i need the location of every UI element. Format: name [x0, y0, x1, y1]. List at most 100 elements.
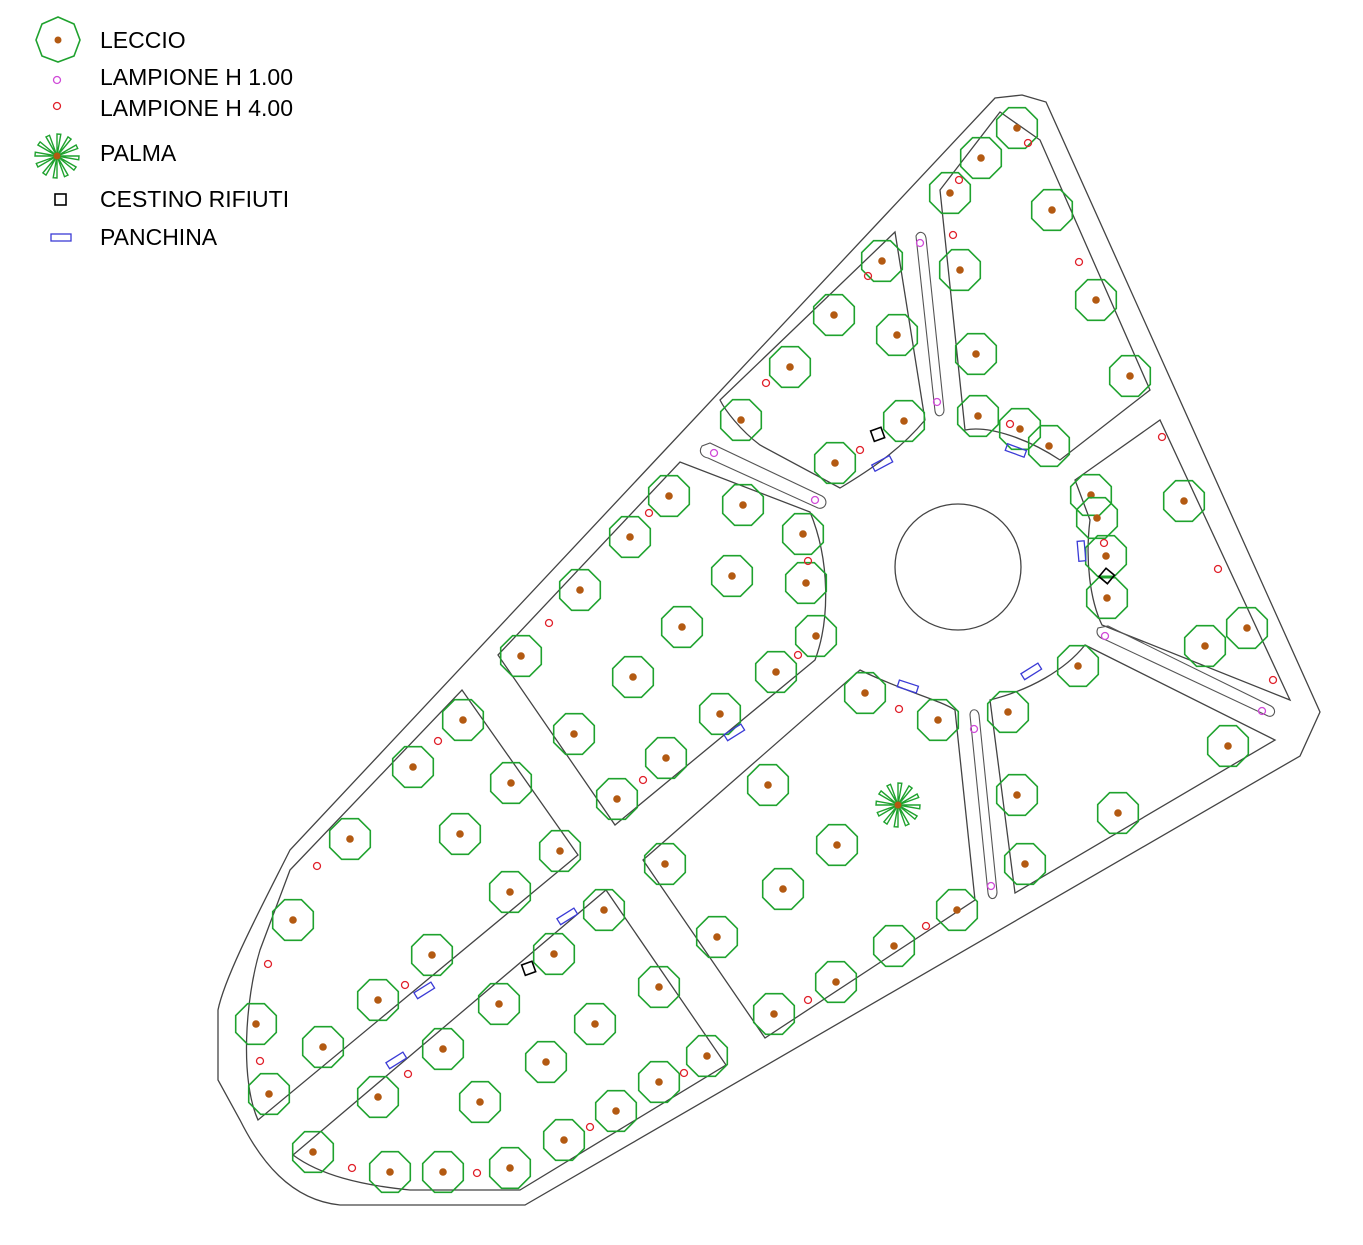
bin-icon	[869, 426, 886, 443]
leccio-tree-icon	[813, 441, 857, 485]
leccio-tree-icon	[998, 407, 1042, 451]
lampione-high-icon	[312, 861, 322, 871]
leccio-symbol-icon	[35, 16, 81, 63]
leccio-tree-icon	[489, 761, 533, 805]
leccio-tree-icon	[752, 992, 796, 1036]
leccio-tree-icon	[916, 698, 960, 742]
legend-label-leccio: LECCIO	[100, 27, 186, 53]
leccio-tree-icon	[421, 1027, 465, 1071]
leccio-tree-icon	[477, 982, 521, 1026]
leccio-tree-icon	[1108, 354, 1152, 398]
leccio-tree-icon	[301, 1025, 345, 1069]
leccio-tree-icon	[1074, 278, 1118, 322]
leccio-tree-icon	[644, 736, 688, 780]
leccio-tree-icon	[558, 568, 602, 612]
path-strip-east-a	[1096, 625, 1276, 717]
leccio-tree-icon	[421, 1150, 465, 1194]
leccio-tree-icon	[1206, 724, 1250, 768]
leccio-tree-icon	[1027, 424, 1071, 468]
lampione-high-icon	[803, 556, 813, 566]
leccio-tree-icon	[695, 915, 739, 959]
bench-icon	[723, 723, 746, 742]
bench-icon	[1076, 540, 1087, 563]
leccio-tree-icon	[356, 978, 400, 1022]
leccio-tree-icon	[814, 960, 858, 1004]
block-east	[1074, 419, 1292, 702]
lampione-low-icon	[915, 238, 925, 248]
leccio-tree-icon	[1225, 606, 1269, 650]
legend-lampione-1: LAMPIONE H 1.00	[52, 64, 293, 90]
leccio-tree-icon	[647, 474, 691, 518]
leccio-tree-icon	[872, 924, 916, 968]
park-boundary	[217, 94, 1321, 1206]
leccio-tree-icon	[685, 1034, 729, 1078]
leccio-tree-icon	[595, 777, 639, 821]
block-north	[939, 111, 1151, 461]
leccio-tree-icon	[582, 888, 626, 932]
leccio-tree-icon	[552, 712, 596, 756]
path-strip-north-a	[915, 231, 945, 417]
leccio-tree-icon	[768, 345, 812, 389]
lampione-low-icon	[969, 724, 979, 734]
leccio-tree-icon	[882, 399, 926, 443]
leccio-tree-icon	[594, 1089, 638, 1133]
leccio-tree-icon	[1096, 791, 1140, 835]
legend-label-panchina: PANCHINA	[100, 224, 218, 250]
lampione-high-icon	[761, 378, 771, 388]
leccio-trunk-icon	[54, 36, 62, 44]
lampione-high-icon	[948, 230, 958, 240]
block-north-west	[719, 230, 926, 489]
leccio-tree-icon	[234, 1002, 278, 1046]
path-strips	[699, 231, 1276, 900]
block-south-west	[291, 889, 727, 1191]
leccio-tree-icon	[1162, 479, 1206, 523]
palm-tree-icon	[875, 782, 921, 828]
lamps-high-layer	[255, 138, 1278, 1178]
legend-panchina: PANCHINA	[50, 224, 218, 250]
leccio-tree-icon	[391, 745, 435, 789]
leccio-tree-icon	[1075, 496, 1119, 540]
lampione-high-icon	[1023, 138, 1033, 148]
legend-label-lampione-1: LAMPIONE H 1.00	[100, 64, 293, 90]
leccio-tree-icon	[784, 561, 828, 605]
leccio-tree-icon	[995, 106, 1039, 150]
leccio-tree-icon	[815, 823, 859, 867]
leccio-tree-icon	[356, 1075, 400, 1119]
leccio-tree-icon	[935, 888, 979, 932]
lampione-low-icon	[52, 75, 62, 85]
block-south-center	[642, 669, 976, 1039]
leccio-tree-icon	[1183, 624, 1227, 668]
leccio-tree-icon	[754, 650, 798, 694]
path-strip-south-a	[969, 709, 998, 900]
leccio-tree-icon	[458, 1080, 502, 1124]
lampione-high-icon	[863, 271, 873, 281]
leccio-tree-icon	[781, 512, 825, 556]
leccio-tree-icon	[860, 239, 904, 283]
leccio-tree-icon	[538, 829, 582, 873]
lampione-low-icon	[1257, 706, 1267, 716]
lampione-high-icon	[263, 959, 273, 969]
lampione-high-icon	[803, 995, 813, 1005]
leccio-tree-icon	[438, 812, 482, 856]
leccio-tree-icon	[1030, 188, 1074, 232]
bench-icon	[1020, 662, 1043, 681]
leccio-tree-icon	[1003, 842, 1047, 886]
lampione-high-icon	[644, 508, 654, 518]
lampione-high-icon	[544, 618, 554, 628]
leccio-tree-icon	[986, 690, 1030, 734]
central-roundabout	[894, 503, 1022, 631]
bin-icon	[520, 960, 537, 977]
leccio-tree-icon	[368, 1150, 412, 1194]
leccio-tree-icon	[611, 655, 655, 699]
panchina-icon	[50, 233, 72, 242]
lampione-high-icon	[679, 1068, 689, 1078]
leccio-tree-icon	[1084, 534, 1128, 578]
leccio-tree-icon	[928, 171, 972, 215]
legend-label-cestino: CESTINO RIFIUTI	[100, 186, 289, 212]
lampione-low-icon	[1100, 631, 1110, 641]
leccio-tree-icon	[938, 248, 982, 292]
leccio-tree-icon	[643, 842, 687, 886]
bench-icon	[385, 1051, 408, 1070]
benches-layer	[385, 442, 1087, 1070]
